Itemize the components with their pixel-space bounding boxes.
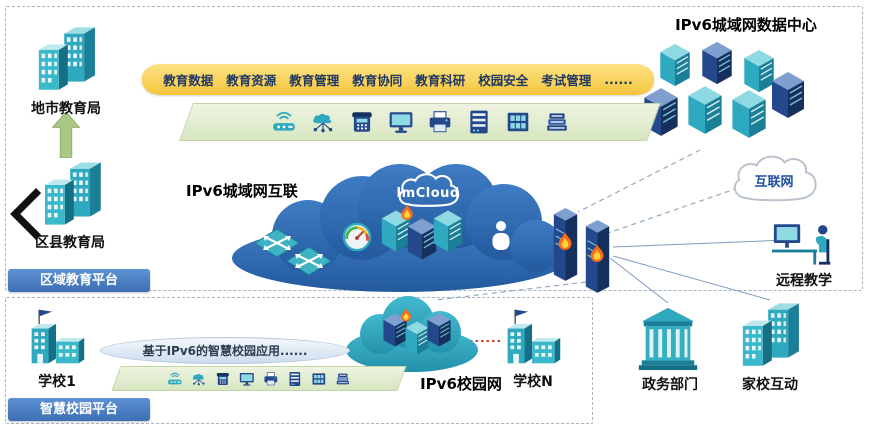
storage-array-icon: [505, 109, 531, 135]
government-label: 政务部门: [642, 377, 698, 393]
city-bureau-label: 地市教育局: [31, 101, 101, 117]
gauge-icon: [342, 222, 372, 252]
server-icon: [770, 70, 806, 120]
printer-icon: [427, 109, 453, 135]
county-bureau-label: 区县教育局: [35, 235, 105, 251]
internet-cloud: 互联网: [720, 148, 828, 206]
server-icon: [686, 84, 724, 136]
school-1-building-icon: [24, 306, 90, 368]
campus-platform-label: 智慧校园平台: [8, 398, 150, 421]
regional-platform-label: 区域教育平台: [8, 269, 150, 292]
flame-icon: [400, 204, 414, 222]
flame-icon: [400, 308, 412, 323]
wifi-router-icon: [271, 109, 297, 135]
service-label: 教育管理: [289, 73, 340, 88]
line-datacenter-to-man-cloud: [577, 149, 701, 213]
switch-icon: [286, 246, 332, 276]
monitor-icon: [239, 371, 255, 387]
cloud-network-icon: [310, 109, 336, 135]
campus-cloud: [342, 288, 482, 374]
server-icon: [658, 42, 692, 88]
line-firewall-to-home-school: [612, 255, 771, 301]
home-school-label: 家校互动: [742, 377, 798, 393]
campus-apps-banner-text: 基于IPv6的智慧校园应用......: [142, 344, 308, 358]
school-1-label: 学校1: [38, 374, 76, 390]
service-label: 教育科研: [415, 73, 466, 88]
line-firewall-to-remote-teaching: [612, 239, 789, 248]
datacenter-title: IPv6城域网数据中心: [675, 16, 817, 34]
service-label: ......: [604, 72, 633, 87]
internet-label: 互联网: [754, 174, 794, 190]
campus-network-label: IPv6校园网: [420, 375, 502, 393]
ip-phone-icon: [215, 371, 231, 387]
document-stack-icon: [335, 371, 351, 387]
remote-teaching-icon: [772, 218, 834, 268]
ip-phone-icon: [349, 109, 375, 135]
imcloud-logo: ImCloud: [382, 168, 474, 210]
campus-apps-banner: 基于IPv6的智慧校园应用......: [100, 337, 350, 364]
server-icon: [426, 312, 452, 348]
cloud-network-icon: [191, 371, 207, 387]
server-rack-icon: [287, 371, 303, 387]
imcloud-logo-text: ImCloud: [396, 185, 460, 201]
line-internet-to-firewall: [607, 187, 739, 234]
datacenter-cluster: [640, 42, 815, 152]
education-services-banner: 教育数据教育资源教育管理教育协同教育科研校园安全考试管理......: [142, 64, 654, 95]
service-label: 校园安全: [478, 73, 529, 88]
home-school-building-icon: [732, 298, 808, 372]
server-rack-icon: [466, 109, 492, 135]
line-man-cloud-to-campus-cloud: [435, 281, 587, 301]
server-icon: [730, 88, 768, 140]
storage-array-icon: [311, 371, 327, 387]
school-n-label: 学校N: [513, 374, 553, 390]
printer-icon: [263, 371, 279, 387]
person-icon: [490, 220, 512, 252]
flame-icon: [589, 244, 605, 264]
service-label: 教育资源: [226, 73, 277, 88]
server-icon: [432, 208, 464, 254]
server-icon: [700, 40, 734, 86]
service-label: 教育数据: [163, 73, 214, 88]
document-stack-icon: [544, 109, 570, 135]
wifi-router-icon: [167, 371, 183, 387]
line-firewall-to-government: [609, 257, 669, 304]
service-label: 教育协同: [352, 73, 403, 88]
remote-teaching-label: 远程教学: [776, 273, 832, 289]
up-arrow-icon: [52, 112, 80, 158]
city-bureau-building-icon: [28, 22, 104, 96]
campus-device-strip: [111, 366, 407, 391]
monitor-icon: [388, 109, 414, 135]
school-n-building-icon: [500, 306, 566, 368]
campus-platform-boundary: [5, 297, 593, 424]
man-title: IPv6城域网互联: [186, 182, 298, 200]
county-bureau-building-icon: [34, 158, 110, 230]
man-cloud: ImCloud: [230, 162, 570, 294]
device-strip: [179, 103, 661, 141]
service-label: 考试管理: [541, 73, 592, 88]
flame-icon: [557, 232, 573, 252]
government-building-icon: [638, 302, 698, 372]
